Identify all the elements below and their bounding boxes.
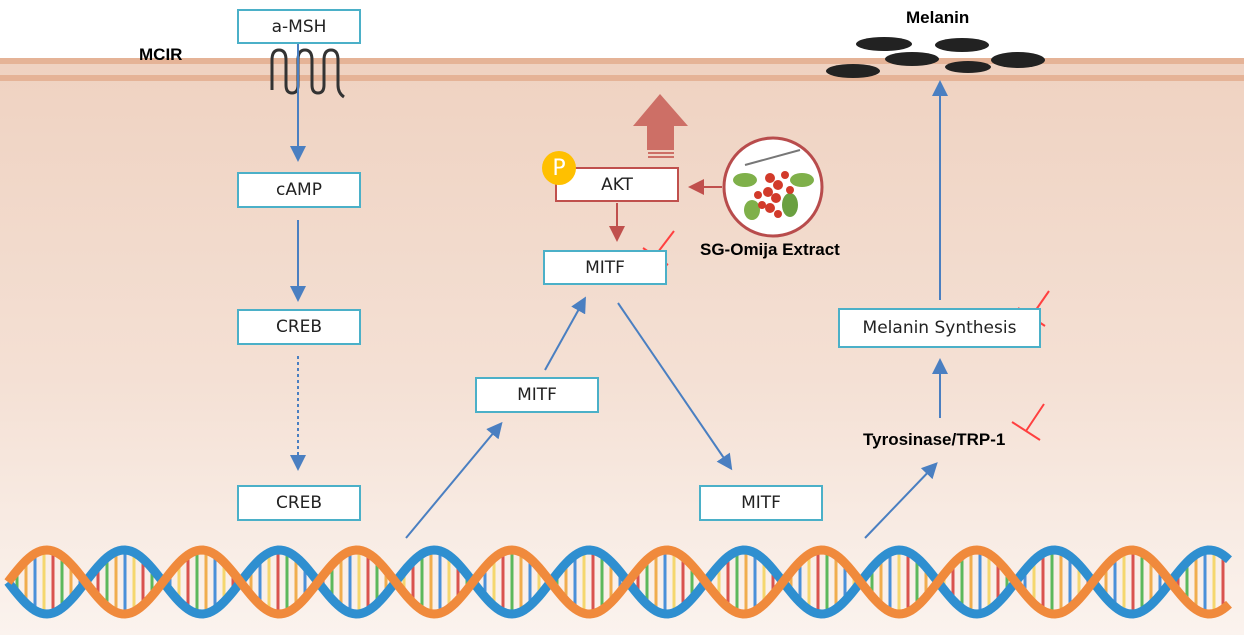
enzymes-label: Tyrosinase/TRP-1 bbox=[863, 430, 1006, 449]
mitf-box-middle: MITF bbox=[543, 250, 667, 285]
omija-extract-icon bbox=[722, 136, 824, 238]
arrow-mitf-dna bbox=[617, 302, 733, 471]
dna-strand bbox=[4, 545, 1232, 619]
dna-strand bbox=[4, 545, 1232, 619]
mitf-box-right: MITF bbox=[699, 485, 823, 521]
melanin-synthesis-box: Melanin Synthesis bbox=[838, 308, 1041, 348]
creb-box-2: CREB bbox=[237, 485, 361, 521]
inhibit-tyrosinase-icon bbox=[1011, 403, 1045, 441]
membrane-inner bbox=[0, 75, 1244, 81]
melanin-granules-icon bbox=[826, 37, 1045, 78]
arrow-dna-mitf bbox=[405, 421, 503, 539]
camp-box: cAMP bbox=[237, 172, 361, 208]
melanin-label: Melanin bbox=[906, 8, 970, 27]
phosphate-badge: P bbox=[542, 151, 576, 185]
creb-box-1: CREB bbox=[237, 309, 361, 345]
mitf-box-left: MITF bbox=[475, 377, 599, 413]
receptor-label: MCIR bbox=[139, 45, 183, 64]
arrow-mitf-mitf bbox=[544, 296, 586, 371]
akt-box: AKT bbox=[555, 167, 679, 202]
dna-helix-icon bbox=[4, 545, 1232, 619]
up-arrow-icon bbox=[633, 94, 688, 158]
arrow-dna-tyrosinase bbox=[864, 462, 938, 539]
mc1r-receptor-icon bbox=[270, 48, 345, 99]
extract-label: SG-Omija Extract bbox=[700, 240, 840, 259]
amsh-box: a-MSH bbox=[237, 9, 361, 44]
membrane-outer bbox=[0, 58, 1244, 64]
